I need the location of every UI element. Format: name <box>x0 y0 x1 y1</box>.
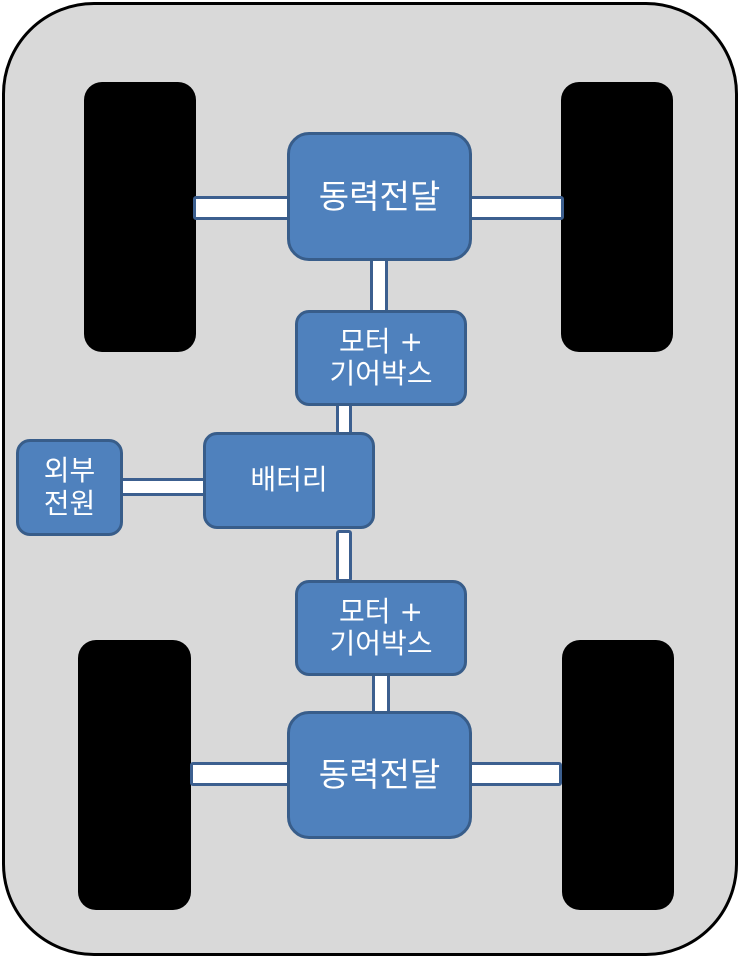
front-right-wheel <box>561 82 673 352</box>
front-power-transmission-label: 동력전달 <box>318 176 441 216</box>
rear-right-wheel <box>562 640 674 910</box>
battery-rear-motor-link <box>336 530 352 582</box>
battery-box: 배터리 <box>203 432 375 529</box>
front-right-axle <box>468 196 564 220</box>
rear-left-axle <box>190 762 291 786</box>
external-power-box: 외부 전원 <box>16 439 123 536</box>
battery-label: 배터리 <box>250 463 328 497</box>
rear-motor-gearbox-label: 모터 + 기어박스 <box>329 594 433 660</box>
front-drive-shaft <box>370 258 388 313</box>
rear-motor-gearbox-box: 모터 + 기어박스 <box>295 580 467 676</box>
rear-power-transmission-box: 동력전달 <box>287 711 472 839</box>
front-left-axle <box>193 196 291 220</box>
external-power-label: 외부 전원 <box>43 454 96 520</box>
external-power-link <box>120 478 206 496</box>
front-motor-gearbox-label: 모터 + 기어박스 <box>329 324 433 390</box>
front-power-transmission-box: 동력전달 <box>287 132 472 261</box>
front-motor-gearbox-box: 모터 + 기어박스 <box>295 310 467 406</box>
rear-power-transmission-label: 동력전달 <box>318 755 441 795</box>
rear-right-axle <box>468 762 562 786</box>
front-left-wheel <box>84 82 196 352</box>
rear-left-wheel <box>78 640 191 910</box>
rear-drive-shaft <box>372 673 390 714</box>
